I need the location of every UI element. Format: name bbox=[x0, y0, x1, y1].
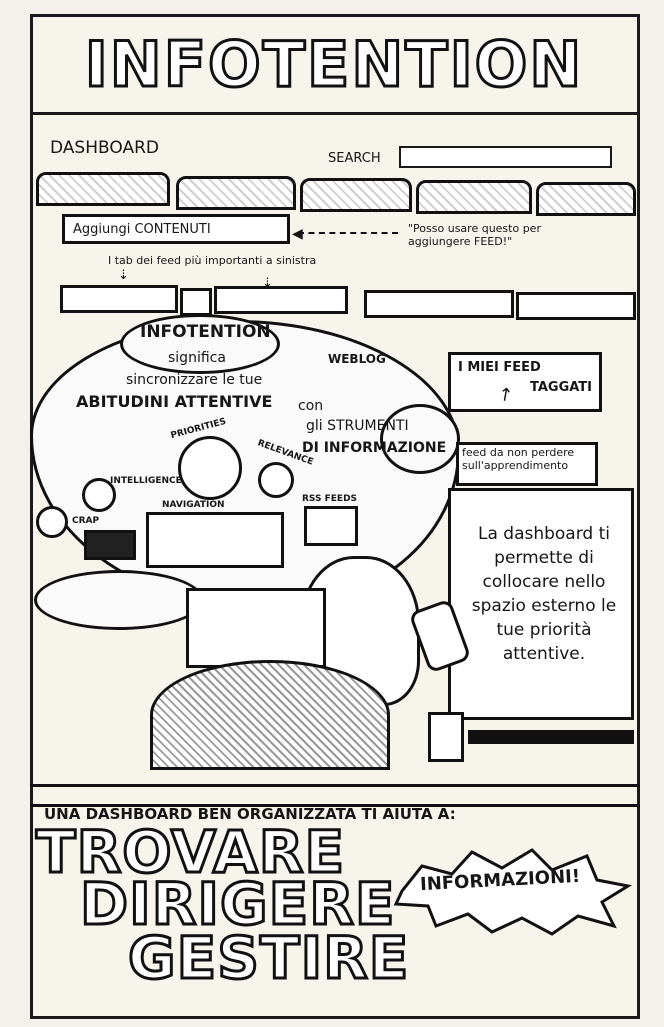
divider bbox=[30, 804, 640, 807]
divider bbox=[30, 784, 640, 787]
navigation-screen-icon bbox=[146, 512, 284, 568]
add-content-button[interactable]: Aggiungi CONTENUTI bbox=[62, 214, 290, 244]
tab-2[interactable] bbox=[176, 176, 296, 210]
cloud-puff bbox=[120, 314, 280, 374]
tab-4[interactable] bbox=[416, 180, 532, 214]
feed-tab-5[interactable] bbox=[516, 292, 636, 320]
cloud-title: INFOTENTION bbox=[140, 322, 271, 342]
gauge-label: CRAP bbox=[72, 516, 100, 526]
feed-tab-3[interactable] bbox=[214, 286, 348, 314]
cloud-line: DI INFORMAZIONE bbox=[302, 440, 447, 456]
cloud-line: gli STRUMENTI bbox=[306, 418, 409, 434]
dashboard-description: La dashboard ti permette di collocare ne… bbox=[471, 524, 617, 664]
bottom-caption: UNA DASHBOARD BEN ORGANIZZATA TI AIUTA A… bbox=[44, 805, 456, 823]
tab-5[interactable] bbox=[536, 182, 636, 216]
arrow-down-icon: ⇣ bbox=[118, 268, 129, 283]
dashboard-label: DASHBOARD bbox=[50, 138, 159, 158]
search-label: SEARCH bbox=[328, 151, 381, 166]
cloud-line: con bbox=[298, 398, 324, 414]
learning-feed-box[interactable] bbox=[456, 442, 598, 486]
arrow-left-icon bbox=[298, 232, 398, 234]
cloud-line: significa bbox=[168, 350, 226, 366]
feeds-label: I MIEI FEED bbox=[458, 360, 541, 375]
cloud-puff bbox=[380, 404, 460, 474]
feed-tab-2[interactable] bbox=[180, 288, 212, 316]
tab-3[interactable] bbox=[300, 178, 412, 212]
desk-edge bbox=[468, 730, 634, 744]
gauge-label: NAVIGATION bbox=[162, 500, 225, 510]
gauge-label: RSS FEEDS bbox=[302, 494, 358, 504]
bar-chart-icon bbox=[304, 506, 358, 546]
speech-burst-icon bbox=[393, 848, 632, 936]
cloud-line-emphasis: ABITUDINI ATTENTIVE bbox=[76, 392, 273, 411]
search-input[interactable] bbox=[399, 146, 612, 168]
gauge-label: INTELLIGENCE bbox=[110, 476, 182, 486]
chair-illustration bbox=[150, 660, 390, 770]
page-title: INFOTENTION bbox=[83, 28, 584, 101]
arrow-down-icon: ⇣ bbox=[262, 276, 273, 291]
relevance-gauge-icon bbox=[258, 462, 294, 498]
cloud-line: sincronizzare le tue bbox=[126, 372, 263, 388]
priorities-gauge-icon bbox=[178, 436, 242, 500]
tab-1[interactable] bbox=[36, 172, 170, 206]
coffee-cup-icon bbox=[428, 712, 464, 762]
screen-icon bbox=[84, 530, 136, 560]
crap-gauge-icon bbox=[36, 506, 68, 538]
feed-tab-4[interactable] bbox=[364, 290, 514, 318]
tab-note: I tab dei feed più importanti a sinistra bbox=[108, 254, 317, 267]
action-word-dirigere: DIRIGERE bbox=[78, 870, 396, 938]
cloud-puff bbox=[34, 570, 204, 630]
action-word-trovare: TROVARE bbox=[34, 818, 346, 886]
monitor-illustration bbox=[186, 588, 326, 668]
weblog-label: WEBLOG bbox=[328, 352, 386, 366]
arrow-head-icon: ◀ bbox=[292, 226, 303, 242]
my-feeds-box[interactable] bbox=[448, 352, 602, 412]
feed-callout: "Posso usare questo per aggiungere FEED!… bbox=[408, 222, 541, 248]
action-word-gestire: GESTIRE bbox=[126, 924, 410, 992]
feed-note: feed da non perdere sull'apprendimento bbox=[462, 446, 575, 472]
feeds-label: TAGGATI bbox=[530, 380, 593, 395]
intelligence-gauge-icon bbox=[82, 478, 116, 512]
divider bbox=[30, 112, 640, 115]
feed-tab-1[interactable] bbox=[60, 285, 178, 313]
